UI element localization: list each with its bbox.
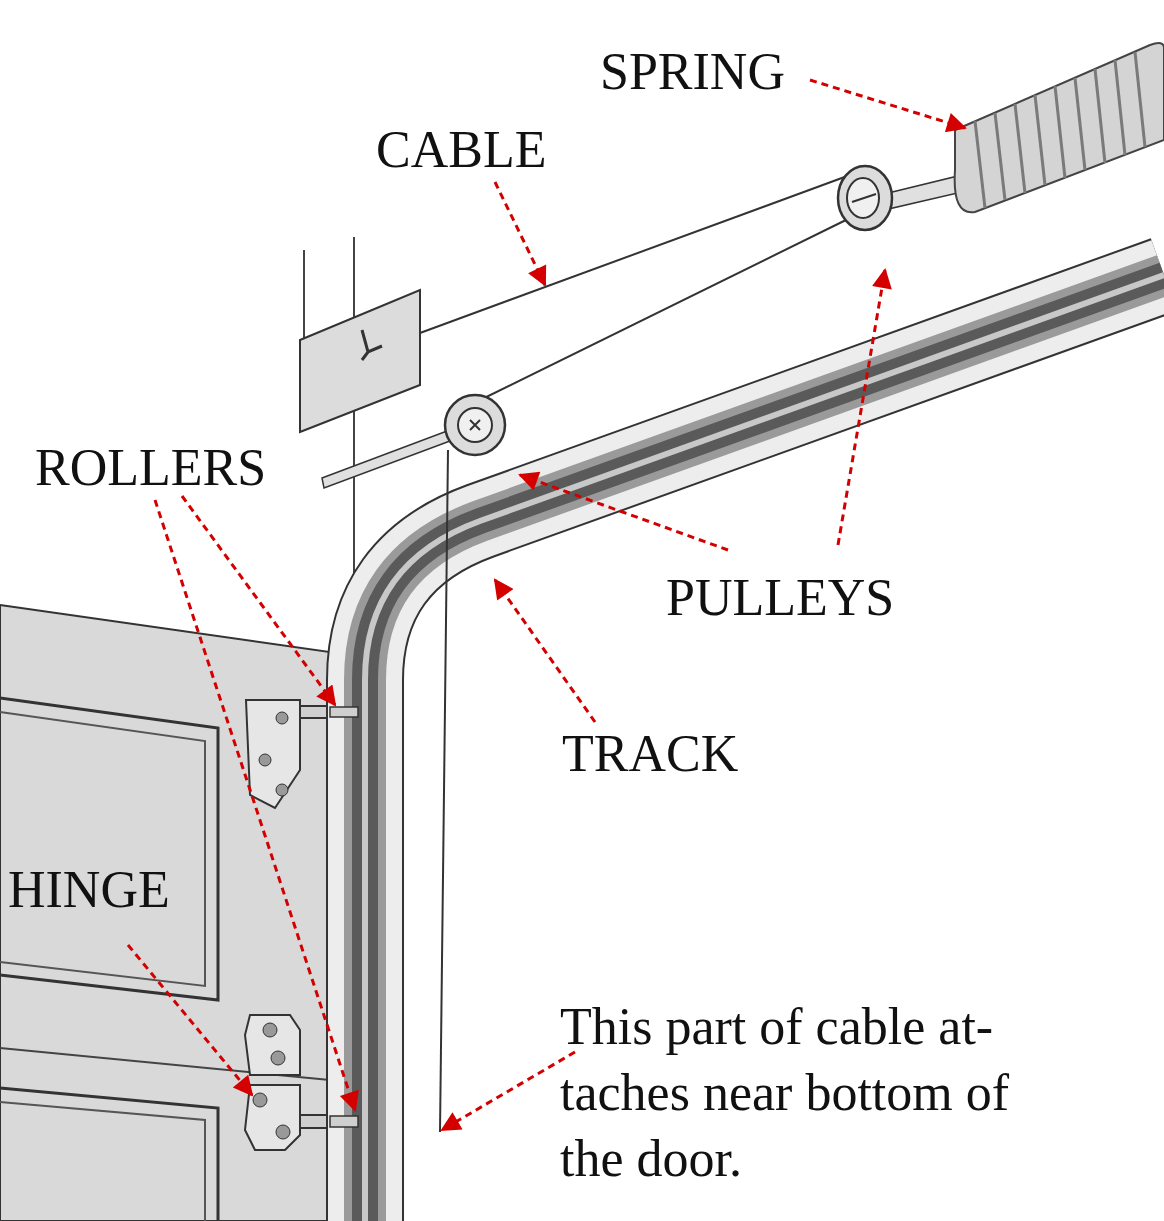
- leader-lines: [128, 80, 965, 1130]
- track: [365, 275, 1164, 1221]
- pulley-hub: [458, 408, 492, 442]
- bolt: [276, 712, 288, 724]
- cable: [420, 175, 850, 333]
- spring-coil: [1075, 78, 1085, 170]
- hinge-bracket: [246, 700, 300, 808]
- spring-coil: [995, 113, 1005, 200]
- spring-coil: [1115, 60, 1125, 155]
- spring-coil: [1095, 69, 1105, 163]
- track: [365, 275, 1164, 1221]
- leader-arrow: [838, 270, 885, 545]
- pulley: [838, 166, 892, 230]
- pulley-axle: [852, 194, 876, 202]
- pulley-axle: [470, 420, 480, 430]
- bolt: [263, 1023, 277, 1037]
- part-label: CABLE: [376, 124, 546, 176]
- pulley: [445, 395, 505, 455]
- part-label: TRACK: [562, 728, 738, 780]
- leader-arrow: [810, 80, 965, 128]
- leader-arrow: [520, 475, 728, 550]
- track: [365, 275, 1164, 1221]
- roller-shaft: [330, 707, 358, 717]
- bolt: [259, 754, 271, 766]
- door-inset: [0, 1088, 218, 1221]
- spring-coil: [1015, 104, 1025, 193]
- part-label: PULLEYS: [666, 572, 894, 624]
- door-inset: [0, 698, 218, 1000]
- pulley-rod: [322, 428, 458, 488]
- door-panel: [0, 605, 330, 1221]
- leader-arrow: [495, 182, 545, 285]
- part-label: HINGE: [8, 864, 170, 916]
- leader-arrow: [128, 945, 252, 1095]
- leader-arrow: [155, 500, 355, 1110]
- track: [365, 275, 1164, 1221]
- hinge-plate: [245, 1085, 300, 1150]
- bolt: [253, 1093, 267, 1107]
- leader-arrow: [442, 1052, 575, 1130]
- part-label: ROLLERS: [35, 442, 266, 494]
- leader-arrow: [495, 580, 595, 722]
- part-label: SPRING: [600, 46, 785, 98]
- track: [365, 275, 1164, 1221]
- bolt: [276, 1125, 290, 1139]
- roller-shaft: [330, 1116, 358, 1127]
- cable: [470, 218, 850, 405]
- door-inset: [0, 1102, 205, 1221]
- bolt: [276, 784, 288, 796]
- bracket-mark: [362, 330, 382, 360]
- note-text: This part of cable at- taches near botto…: [560, 994, 1052, 1192]
- spring-coils: [975, 52, 1145, 208]
- pulley-hub: [847, 178, 879, 218]
- leader-arrow: [182, 496, 335, 705]
- spring-coil: [975, 121, 985, 208]
- spring: [955, 43, 1164, 212]
- door-inset: [0, 712, 205, 986]
- bolt: [271, 1051, 285, 1065]
- cable: [440, 450, 448, 1132]
- spring-coil: [1135, 52, 1145, 147]
- hinge-plate: [245, 1015, 300, 1075]
- spring-coil: [1055, 86, 1065, 178]
- bracket-plate: [300, 290, 420, 432]
- spring-coil: [1035, 95, 1045, 185]
